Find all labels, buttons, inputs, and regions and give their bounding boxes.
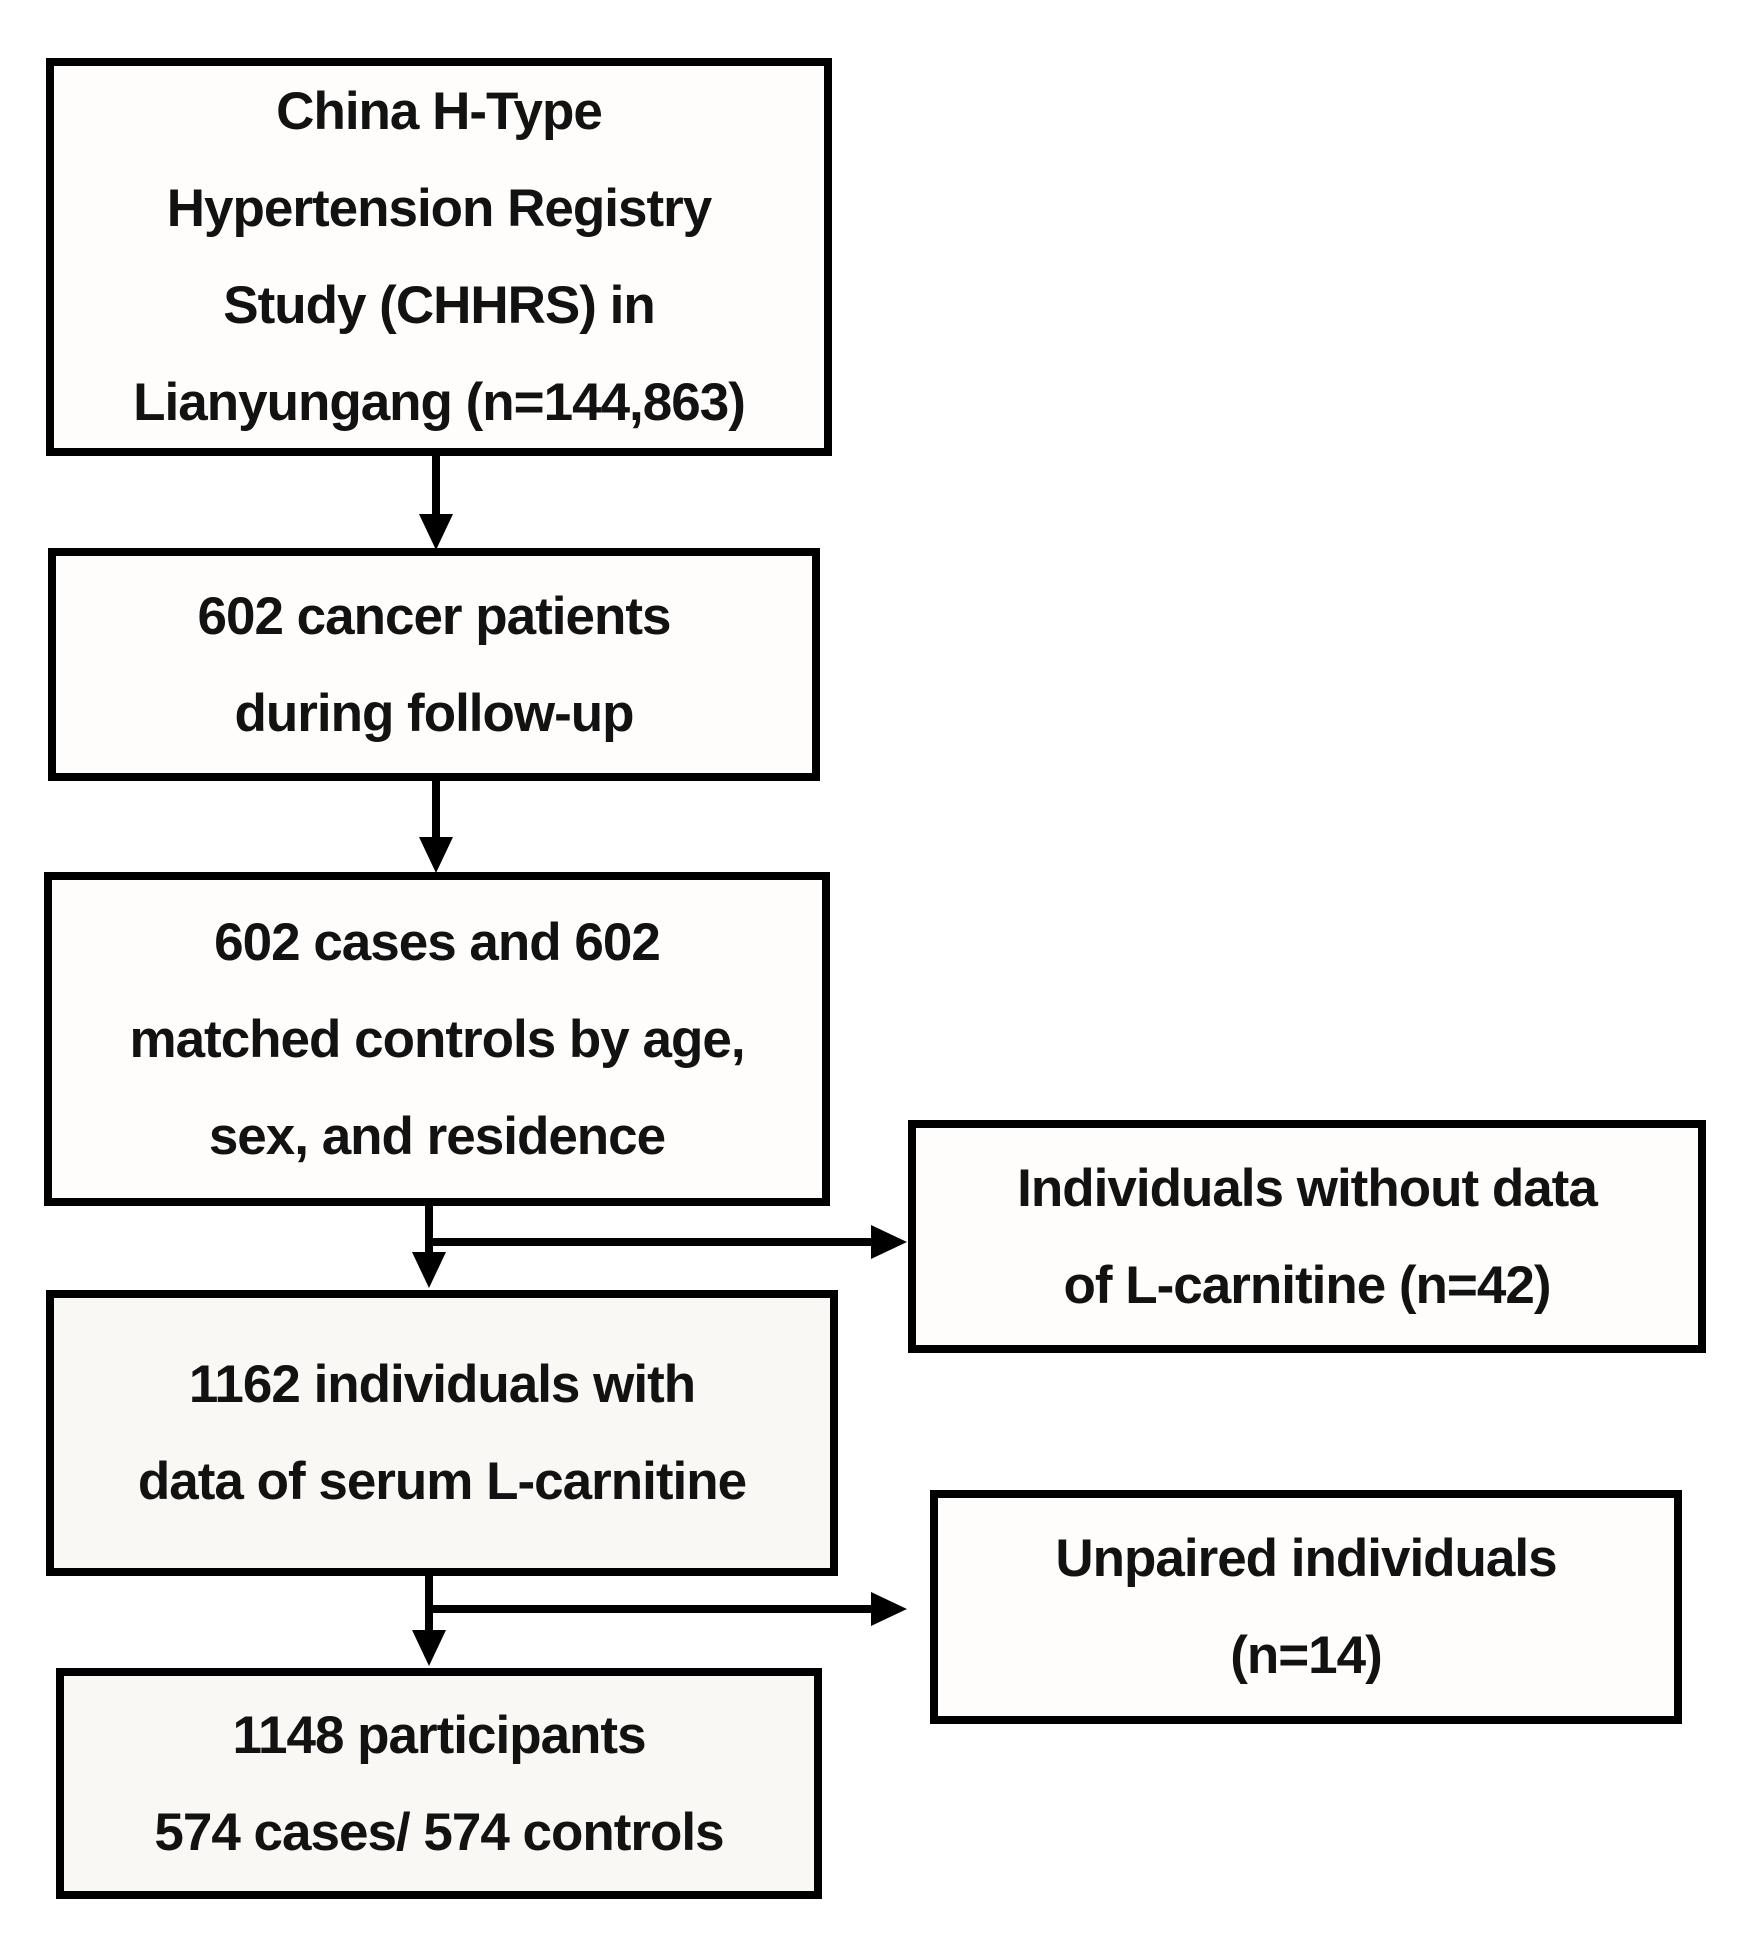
node-excluded-unpaired: Unpaired individuals (n=14): [930, 1490, 1682, 1724]
arrow-branch-unpaired-line: [429, 1605, 872, 1613]
arrow-cancer-to-matched-line: [432, 781, 440, 839]
node-excluded-no-carnitine: Individuals without data of L-carnitine …: [908, 1120, 1706, 1353]
node-chhrs-registry: China H-Type Hypertension Registry Study…: [46, 58, 832, 456]
node-matched-controls: 602 cases and 602 matched controls by ag…: [44, 872, 830, 1206]
node-final-participants: 1148 participants 574 cases/ 574 control…: [56, 1668, 822, 1899]
arrow-chhrs-to-cancer-line: [432, 456, 440, 516]
node-cancer-patients: 602 cancer patients during follow-up: [48, 548, 820, 781]
arrowhead-right-icon: [871, 1225, 907, 1259]
arrowhead-right-icon: [871, 1592, 907, 1626]
arrowhead-down-icon: [419, 514, 453, 550]
arrow-branch-no-carnitine-line: [429, 1238, 872, 1246]
node-with-carnitine-data: 1162 individuals with data of serum L-ca…: [46, 1290, 838, 1576]
arrow-withdata-to-participants-line: [425, 1576, 433, 1632]
arrow-matched-to-withdata-line: [425, 1206, 433, 1254]
arrowhead-down-icon: [412, 1630, 446, 1666]
arrowhead-down-icon: [419, 837, 453, 873]
arrowhead-down-icon: [412, 1252, 446, 1288]
